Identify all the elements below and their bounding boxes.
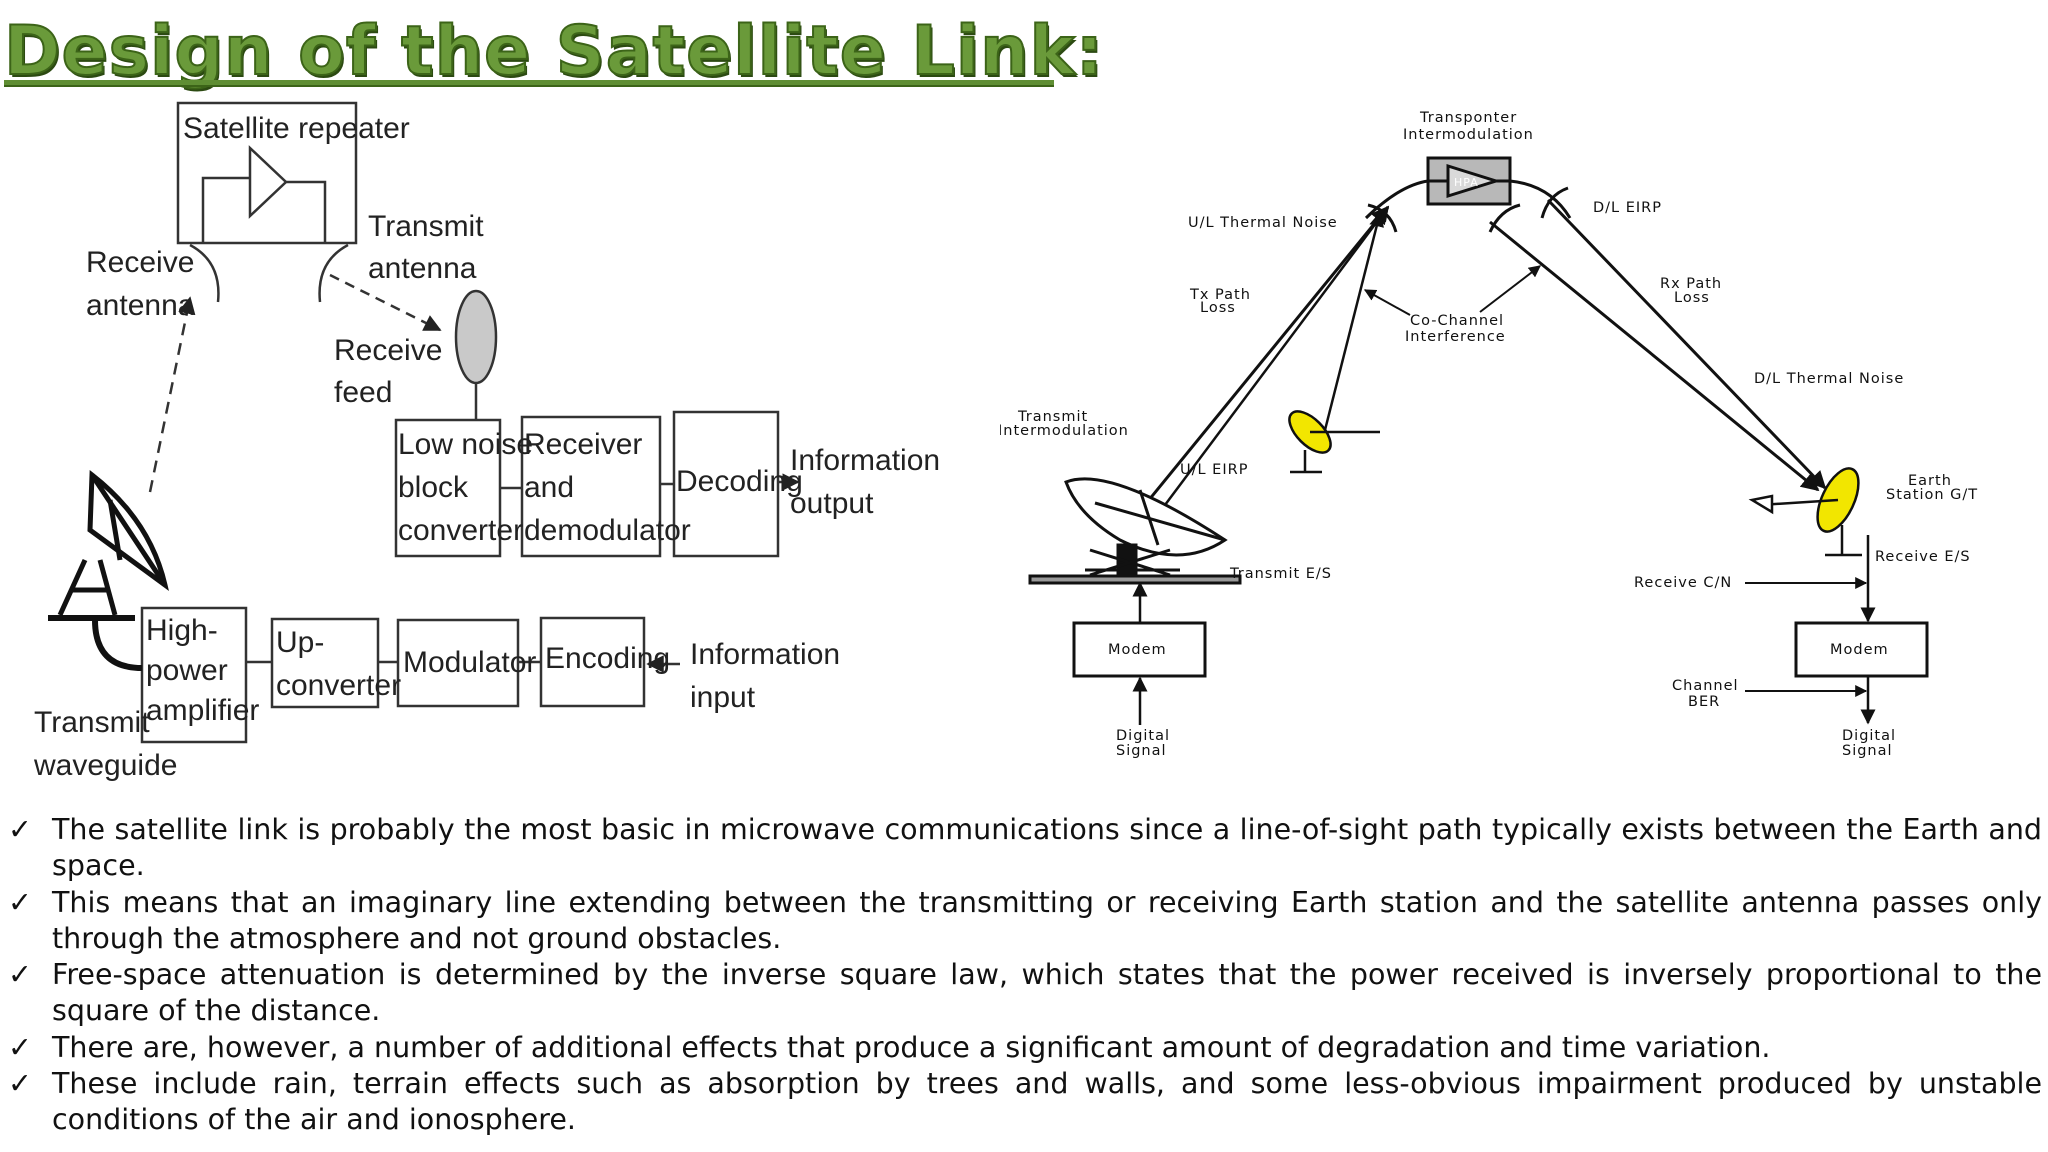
label-digital-signal-left-1: Digital [1116,728,1170,744]
label-receiver-3: demodulator [524,514,691,547]
bullet-text: The satellite link is probably the most … [52,813,2042,883]
repeater-amplifier-triangle [248,145,288,219]
bullet-item: ✓ This means that an imaginary line exten… [8,885,2042,958]
bullet-item: ✓ These include rain, terrain effects suc… [8,1066,2042,1139]
sat-downlink-antenna-icon [1488,203,1521,233]
transmit-antenna-icon [318,243,349,303]
modem-right-box [1794,621,1929,678]
label-lnb-1: Low noise [398,428,533,461]
label-digital-signal-left-2: Signal [1116,743,1167,759]
checkmark-icon: ✓ [8,1030,32,1064]
label-encoding: Encoding [545,642,670,675]
label-rx-path-loss-2: Loss [1674,290,1710,306]
satellite-link-block-diagram: Satellite repeater Receive antenna Trans… [33,101,940,782]
label-transmit-waveguide-2: waveguide [33,749,177,782]
label-dl-thermal-noise: D/L Thermal Noise [1754,371,1904,387]
label-transmit-es: Transmit E/S [1229,566,1332,582]
label-lnb-3: converter [398,514,523,547]
label-digital-signal-right-2: Signal [1842,743,1893,759]
label-co-channel-1: Co-Channel [1410,313,1504,329]
receive-antenna-icon [189,243,220,303]
checkmark-icon: ✓ [8,813,32,846]
label-earth-station-gt-1: Earth [1908,473,1952,489]
label-info-output-1: Information [790,444,940,477]
label-transmit-antenna-2: antenna [368,252,477,285]
interfering-dish-icon [1288,410,1380,474]
label-upconverter-1: Up- [276,626,324,659]
label-earth-station-gt-2: Station G/T [1886,487,1978,503]
bullet-item: ✓ There are, however, a number of additio… [8,1030,2042,1066]
label-rx-path-loss-1: Rx Path [1660,276,1722,292]
transponder-hpa-triangle [1446,163,1502,199]
label-ul-thermal-noise: U/L Thermal Noise [1188,215,1338,231]
label-transponder-2: Intermodulation [1403,127,1534,143]
label-receive-antenna-2: antenna [86,289,195,322]
label-receive-es: Receive E/S [1875,549,1971,565]
hpa-box [140,606,248,744]
title-underline [4,80,1054,85]
checkmark-icon: ✓ [8,1067,32,1101]
bullet-item: ✓ The satellite link is probably the most… [8,812,2042,885]
label-modem-left: Modem [1108,642,1167,658]
label-transponder-1: Transponter [1419,110,1517,126]
checkmark-icon: ✓ [8,958,32,992]
checkmark-icon: ✓ [8,885,32,919]
receive-earth-station-icon [1748,467,1862,557]
label-receiver-2: and [524,471,574,504]
label-info-input-1: Information [690,638,840,671]
bullet-text: These include rain, terrain effects such… [52,1067,2042,1137]
transmit-dish-icon [48,470,169,621]
label-hpa-2: power [146,654,228,687]
satellite-repeater-box [176,101,358,245]
label-digital-signal-right-1: Digital [1842,728,1896,744]
bullet-list: ✓ The satellite link is probably the most… [8,812,2042,1139]
label-channel-ber-2: BER [1688,694,1720,710]
label-tx-path-loss-2: Loss [1200,300,1236,316]
link-budget-diagram: Transponter Intermodulation HPA U/L Ther… [1000,110,1978,759]
label-modem-right: Modem [1830,642,1889,658]
label-ul-eirp: U/L EIRP [1180,462,1248,478]
label-receive-feed-1: Receive [334,334,442,367]
label-transmit-intermod-2: Intermodulation [1000,423,1129,439]
bullet-text: Free-space attenuation is determined by … [52,958,2042,1028]
label-tx-path-loss-1: Tx Path [1189,287,1251,303]
label-upconverter-2: converter [276,669,401,702]
label-receive-antenna-1: Receive [86,246,194,279]
label-info-output-2: output [790,487,874,520]
label-satellite-repeater: Satellite repeater [183,112,410,145]
label-hpa: HPA [1454,176,1479,189]
label-info-input-2: input [690,681,756,714]
receiver-demodulator-box [520,415,662,558]
page-title: Design of the Satellite Link: [3,11,1104,92]
label-hpa-1: High- [146,614,218,647]
label-transmit-intermod-1: Transmit [1017,409,1088,425]
label-receive-cn: Receive C/N [1634,575,1732,591]
receive-dish-icon [454,289,498,385]
bullet-text: There are, however, a number of addition… [52,1030,1771,1064]
label-modulator: Modulator [403,646,536,679]
label-transmit-antenna-1: Transmit [368,210,484,243]
bullet-item: ✓ Free-space attenuation is determined by… [8,957,2042,1030]
label-hpa-3: amplifier [146,694,259,727]
label-dl-eirp: D/L EIRP [1593,200,1662,216]
label-decoding: Decoding [676,465,803,498]
bullet-text: This means that an imaginary line extend… [52,885,2042,955]
label-co-channel-2: Interference [1405,329,1506,345]
transmit-earth-station-icon [1028,477,1242,585]
label-lnb-2: block [398,471,469,504]
label-receive-feed-2: feed [334,376,392,409]
label-transmit-waveguide-1: Transmit [34,706,150,739]
label-receiver-1: Receiver [524,428,642,461]
label-channel-ber-1: Channel [1672,678,1739,694]
